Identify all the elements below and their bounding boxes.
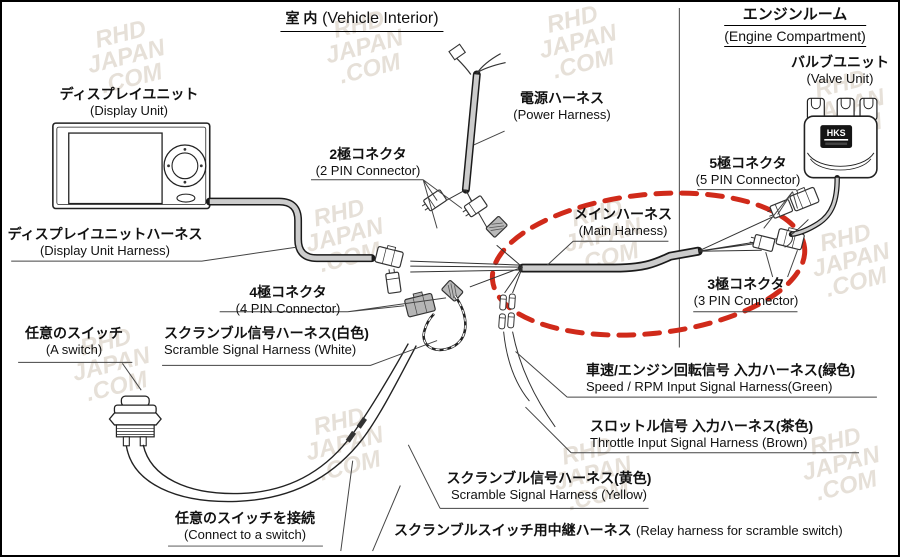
- bullet-terminals: [498, 293, 517, 330]
- label-3pin-connector: 3極コネクタ(3 PIN Connector): [693, 276, 799, 309]
- label-power-harness: 電源ハーネス(Power Harness): [513, 90, 611, 123]
- valve-unit: HKS: [784, 97, 878, 248]
- hks-logo: HKS: [820, 125, 853, 148]
- hub-sub-connector: [384, 267, 402, 295]
- svg-text:HKS: HKS: [827, 128, 846, 138]
- label-a-switch: 任意のスイッチ(A switch): [25, 325, 123, 358]
- label-throttle-harness: スロットル信号 入力ハーネス(茶色)Throttle Input Signal …: [590, 418, 814, 451]
- header-engine-compartment: エンジンルーム (Engine Compartment): [724, 6, 866, 48]
- label-2pin-connector: 2極コネクタ(2 PIN Connector): [315, 146, 421, 179]
- label-leader-lines: [11, 130, 877, 552]
- twisted-pair-wire: [422, 295, 467, 352]
- red-highlight-ellipse: [489, 190, 808, 338]
- main-harness-wire: [518, 246, 703, 273]
- relay-terminal: [356, 416, 368, 429]
- two-pin-connector-a: [419, 188, 448, 215]
- label-5pin-connector: 5極コネクタ(5 PIN Connector): [695, 155, 801, 188]
- display-harness-connector: [374, 242, 405, 269]
- power-plug-connector: [485, 215, 509, 239]
- scramble-switch-button: [108, 395, 162, 447]
- switch-pin: [139, 436, 147, 447]
- label-4pin-connector: 4極コネクタ(4 PIN Connector): [235, 284, 341, 317]
- five-pin-connector-female: [787, 183, 821, 212]
- label-main-harness: メインハーネス(Main Harness): [574, 206, 672, 239]
- label-scramble-yellow-harness: スクランブル信号ハーネス(黄色)Scramble Signal Harness …: [446, 470, 652, 503]
- switch-pin: [122, 436, 130, 447]
- label-display-unit-harness: ディスプレイユニットハーネス(Display Unit Harness): [7, 226, 203, 259]
- label-relay-harness: スクランブルスイッチ用中継ハーネス (Relay harness for scr…: [394, 522, 843, 538]
- display-unit: [52, 122, 211, 210]
- label-display-unit: ディスプレイユニット(Display Unit): [59, 86, 199, 119]
- label-scramble-white-harness: スクランブル信号ハーネス(白色)Scramble Signal Harness …: [164, 325, 369, 358]
- display-unit-harness-wire: [205, 197, 376, 263]
- header-vehicle-interior: 室 内 (Vehicle Interior): [280, 8, 444, 32]
- power-terminal: [448, 43, 467, 61]
- relay-terminal: [345, 430, 357, 443]
- display-button: [176, 193, 196, 203]
- label-valve-unit: バルブユニット(Valve Unit): [791, 54, 889, 87]
- label-connect-to-switch: 任意のスイッチを接続(Connect to a switch): [175, 510, 315, 543]
- three-pin-connector-male: [748, 232, 776, 253]
- power-harness-wire: [448, 43, 506, 194]
- label-speed-rpm-harness: 車速/エンジン回転信号 入力ハーネス(緑色)Speed / RPM Input …: [586, 362, 856, 395]
- display-screen: [68, 132, 163, 205]
- relay-harness-wires: [125, 343, 417, 503]
- two-pin-connector-b: [460, 194, 489, 221]
